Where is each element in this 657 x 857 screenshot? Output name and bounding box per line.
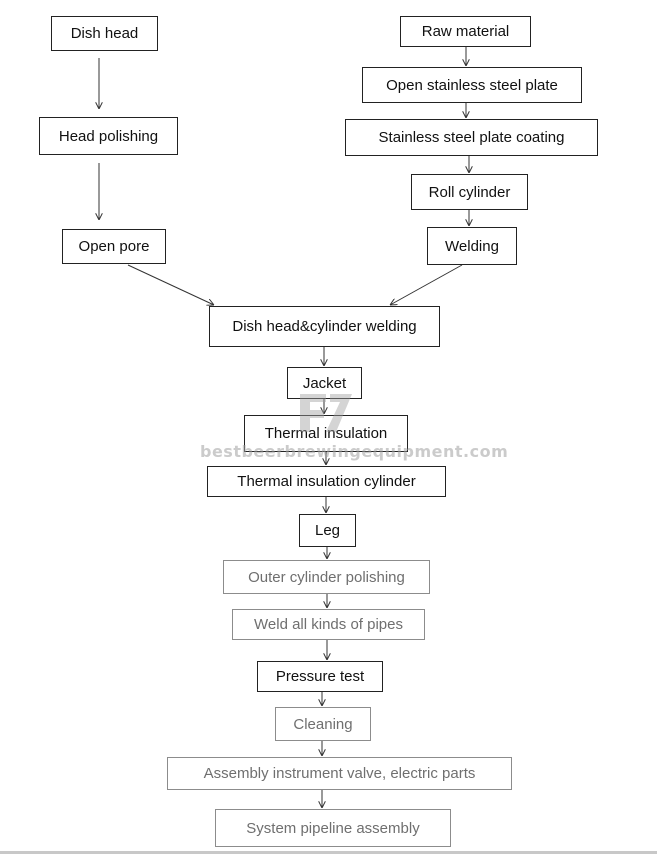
node-assembly-instrument: Assembly instrument valve, electric part…: [167, 757, 512, 790]
node-dish-head: Dish head: [51, 16, 158, 51]
node-open-pore: Open pore: [62, 229, 166, 264]
node-head-polishing: Head polishing: [39, 117, 178, 155]
watermark-logo-icon: [300, 394, 352, 432]
node-dish-head-cylinder-welding: Dish head&cylinder welding: [209, 306, 440, 347]
arrow-welding-to-head-cyl-welding: [390, 264, 463, 305]
arrow-open-pore-to-head-cyl-welding: [127, 264, 214, 305]
node-plate-coating: Stainless steel plate coating: [345, 119, 598, 156]
node-system-pipeline-assembly: System pipeline assembly: [215, 809, 451, 847]
node-outer-cylinder-polishing: Outer cylinder polishing: [223, 560, 430, 594]
node-open-stainless-plate: Open stainless steel plate: [362, 67, 582, 103]
node-welding: Welding: [427, 227, 517, 265]
bottom-divider: [0, 851, 657, 854]
node-thermal-insulation-cylinder: Thermal insulation cylinder: [207, 466, 446, 497]
node-thermal-insulation: Thermal insulation: [244, 415, 408, 452]
node-jacket: Jacket: [287, 367, 362, 399]
watermark-text: bestbeerbrewingequipment.com: [200, 442, 509, 461]
node-pressure-test: Pressure test: [257, 661, 383, 692]
node-cleaning: Cleaning: [275, 707, 371, 741]
node-raw-material: Raw material: [400, 16, 531, 47]
node-weld-pipes: Weld all kinds of pipes: [232, 609, 425, 640]
node-leg: Leg: [299, 514, 356, 547]
node-roll-cylinder: Roll cylinder: [411, 174, 528, 210]
